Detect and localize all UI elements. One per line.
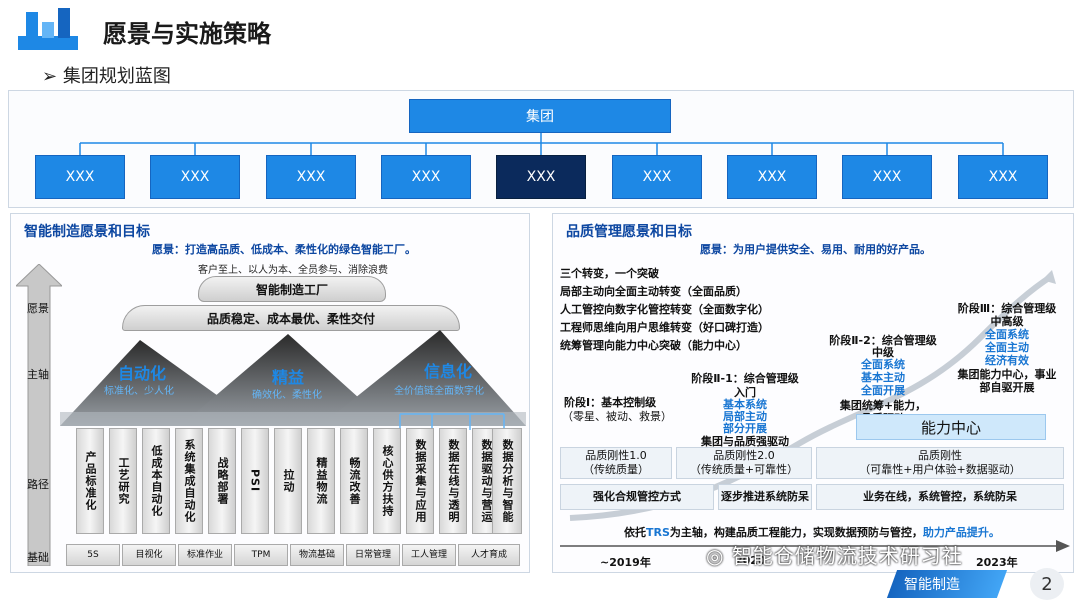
path-column-2: 工艺研究 bbox=[109, 428, 137, 534]
quality-shifts-list: 三个转变，一个突破 局部主动向全面主动转变（全面品质） 人工管控向数字化管控转变… bbox=[560, 267, 769, 352]
stage-2-1-level: 入门 bbox=[734, 386, 756, 399]
org-child-node-4: XXX bbox=[381, 155, 471, 199]
path-column-1: 产品标准化 bbox=[76, 428, 104, 534]
base-item-1: 5S bbox=[66, 544, 120, 566]
section-subtitle: ➢ 集团规划蓝图 bbox=[42, 66, 171, 87]
org-child-node-5: XXX bbox=[496, 155, 586, 199]
org-child-node-6: XXX bbox=[612, 155, 702, 199]
quality-rigidity-3: 品质刚性（可靠性+用户体验+数据驱动） bbox=[816, 447, 1064, 479]
left-axis-arrow bbox=[16, 264, 62, 566]
stage-3-item-3: 经济有效 bbox=[985, 354, 1029, 367]
right-panel-heading: 品质管理愿景和目标 bbox=[566, 224, 692, 240]
wechat-icon: ◎ bbox=[706, 544, 725, 568]
data-column-bracket bbox=[399, 413, 505, 430]
base-item-7: 工人管理 bbox=[402, 544, 456, 566]
peak-informatization-sub: 全价值链全面数字化 bbox=[394, 386, 484, 397]
action-system-foolproof: 逐步推进系统防呆 bbox=[718, 484, 812, 510]
stage-2-1-item-3: 部分开展 bbox=[723, 422, 767, 435]
base-item-8: 人才育成 bbox=[458, 544, 520, 566]
stage-2-1-title: 阶段Ⅱ-1：综合管理级 bbox=[691, 372, 799, 385]
stage-1-desc: （零星、被动、救景） bbox=[562, 410, 672, 423]
org-child-node-2: XXX bbox=[150, 155, 240, 199]
stage-3-level: 中高级 bbox=[990, 315, 1024, 328]
stage-3-item-2: 全面主动 bbox=[985, 341, 1029, 354]
page-number: 2 bbox=[1030, 568, 1064, 600]
path-column-11: 数据采集与应用 bbox=[406, 428, 434, 534]
base-item-6: 日常管理 bbox=[346, 544, 400, 566]
path-column-7: 拉动 bbox=[274, 428, 302, 534]
peak-lean-sub: 确效化、柔性化 bbox=[252, 390, 322, 401]
left-panel-heading: 智能制造愿景和目标 bbox=[24, 224, 150, 240]
bullet-arrow-icon: ➢ bbox=[42, 66, 58, 87]
org-chart: 集团 XXX XXX XXX XXX XXX XXX XXX XXX XXX bbox=[8, 90, 1074, 208]
vision-pill-factory: 智能制造工厂 bbox=[198, 276, 386, 302]
base-item-4: TPM bbox=[234, 544, 288, 566]
org-root-node: 集团 bbox=[409, 99, 671, 133]
stage-2-1-note: 集团与品质强驱动 bbox=[701, 435, 789, 448]
right-vision-text: 愿景：为用户提供安全、易用、耐用的好产品。 bbox=[700, 243, 931, 256]
org-child-node-7: XXX bbox=[727, 155, 817, 199]
base-item-5: 物流基础 bbox=[290, 544, 344, 566]
stage-2-2-title: 阶段Ⅱ-2：综合管理级 bbox=[829, 334, 937, 347]
path-column-6: PSI bbox=[241, 428, 269, 534]
path-column-5: 战略部署 bbox=[208, 428, 236, 534]
path-column-14: 数据分析与智能 bbox=[492, 428, 522, 534]
row-label-path: 路径 bbox=[27, 478, 49, 491]
base-item-2: 目视化 bbox=[122, 544, 176, 566]
path-column-8: 精益物流 bbox=[307, 428, 335, 534]
left-vision-text: 愿景：打造高品质、低成本、柔性化的绿色智能工厂。 bbox=[152, 243, 416, 256]
company-logo-icon bbox=[18, 8, 78, 50]
left-motto-text: 客户至上、以人为本、全员参与、消除浪费 bbox=[198, 265, 388, 276]
quality-rigidity-1: 品质刚性1.0（传统质量） bbox=[560, 447, 672, 479]
peak-automation-sub: 标准化、少人化 bbox=[104, 386, 174, 397]
stage-2-1-item-2: 局部主动 bbox=[723, 410, 767, 423]
stage-2-2-item-1: 全面系统 bbox=[861, 358, 905, 371]
org-child-node-9: XXX bbox=[958, 155, 1048, 199]
stage-3-title: 阶段Ⅲ：综合管理级 bbox=[957, 302, 1057, 315]
org-connector-lines bbox=[79, 133, 1004, 155]
timeline-2019: ~2019年 bbox=[600, 556, 651, 569]
org-child-node-3: XXX bbox=[266, 155, 356, 199]
peak-informatization-title: 信息化 bbox=[424, 362, 473, 381]
stage-3-note-2: 部自驱开展 bbox=[979, 381, 1035, 394]
row-label-base: 基础 bbox=[27, 551, 49, 564]
path-column-3: 低成本自动化 bbox=[142, 428, 170, 534]
vision-pill-goals: 品质稳定、成本最优、柔性交付 bbox=[122, 305, 460, 331]
wechat-watermark: ◎ 智能仓储物流技术研习社 bbox=[706, 544, 963, 568]
action-compliance: 强化合规管控方式 bbox=[560, 484, 714, 510]
peak-lean-title: 精益 bbox=[272, 368, 305, 387]
row-label-vision: 愿景 bbox=[27, 302, 49, 315]
org-child-node-8: XXX bbox=[842, 155, 932, 199]
stage-3-note: 集团能力中心，事业 bbox=[957, 368, 1057, 381]
stage-3-item-1: 全面系统 bbox=[985, 328, 1029, 341]
org-child-node-1: XXX bbox=[35, 155, 125, 199]
stage-2-2-item-3: 全面开展 bbox=[861, 384, 905, 397]
quality-summary: 依托TRS为主轴，构建品质工程能力，实现数据预防与管控，助力产品提升。 bbox=[624, 526, 1000, 539]
stage-1-title: 阶段Ⅰ：基本控制级 bbox=[564, 396, 657, 409]
stage-2-2-item-2: 基本主动 bbox=[861, 371, 905, 384]
quality-rigidity-2: 品质刚性2.0（传统质量+可靠性） bbox=[676, 447, 812, 479]
base-item-3: 标准作业 bbox=[178, 544, 232, 566]
path-column-9: 畅流改善 bbox=[340, 428, 368, 534]
path-column-10: 核心供方扶持 bbox=[373, 428, 401, 534]
peak-automation-title: 自动化 bbox=[118, 364, 167, 383]
path-column-12: 数据在线与透明 bbox=[439, 428, 467, 534]
action-online-control: 业务在线，系统管控，系统防呆 bbox=[816, 484, 1064, 510]
timeline-2023: 2023年 bbox=[976, 556, 1018, 569]
timeline-2020: 2020 bbox=[735, 554, 766, 567]
capability-center-box: 能力中心 bbox=[856, 414, 1046, 440]
page-title: 愿景与实施策略 bbox=[103, 20, 271, 48]
stage-2-1-item-1: 基本系统 bbox=[723, 398, 767, 411]
strategy-peaks bbox=[60, 330, 526, 426]
row-label-axis: 主轴 bbox=[27, 368, 49, 381]
path-column-4: 系统集成自动化 bbox=[175, 428, 203, 534]
stage-2-2-note: 集团统筹+能力， bbox=[839, 399, 927, 412]
brand-label: 智能制造 bbox=[904, 577, 960, 593]
stage-2-2-level: 中级 bbox=[872, 346, 894, 359]
timeline-arrow bbox=[560, 540, 1070, 552]
